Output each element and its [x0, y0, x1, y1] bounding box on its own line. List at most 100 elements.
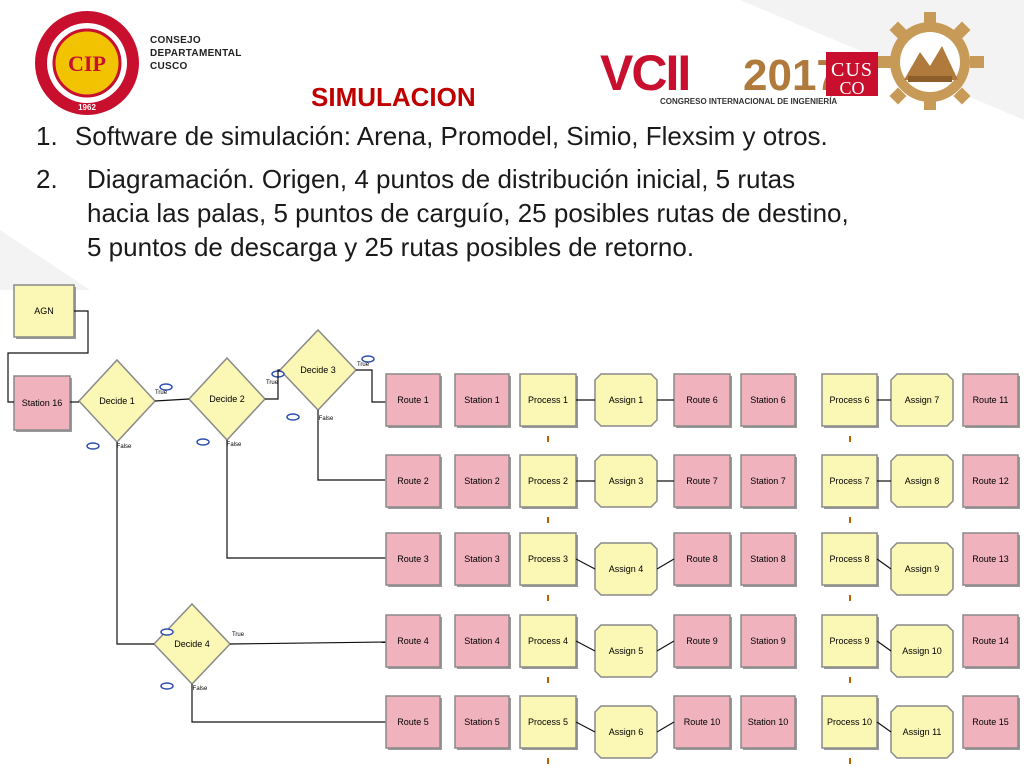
module-shape: [594, 542, 658, 596]
module-shape: [821, 373, 878, 427]
connector: [154, 398, 190, 402]
event-brand: VCII: [600, 46, 689, 101]
module-shape: [740, 614, 796, 668]
module-label: Station 5: [464, 717, 500, 727]
slide-title: SIMULACION: [311, 82, 476, 112]
assign-module: Assign 3: [594, 454, 658, 508]
module-shape: [454, 373, 510, 427]
module-label: Process 2: [528, 476, 568, 486]
counter-indicator: [286, 413, 300, 421]
true-label: True: [357, 362, 370, 368]
counter-indicator: [86, 442, 100, 450]
process-module: Process 8: [821, 532, 879, 587]
false-label: False: [193, 686, 208, 692]
svg-text:CO: CO: [839, 78, 864, 98]
counter-indicator: [361, 355, 375, 363]
true-label: True: [155, 390, 168, 396]
route-module: Route 8: [673, 532, 732, 587]
decide-module: Decide 4: [152, 602, 232, 686]
connector: [575, 558, 596, 570]
module-shape: [519, 695, 577, 749]
module-shape: [740, 695, 796, 749]
module-shape: [519, 532, 577, 586]
gear-logo-icon: [872, 10, 992, 115]
module-label: Assign 11: [903, 727, 942, 737]
module-label: Route 3: [397, 554, 429, 564]
module-label: Process 10: [827, 717, 872, 727]
route-module: Route 14: [962, 614, 1020, 669]
resource-mark: [849, 436, 851, 442]
event-logo: VCII 2017 CUS CO CONGRESO INTERNACIONAL …: [600, 45, 885, 111]
list-item: 2. Diagramación. Origen, 4 puntos de dis…: [36, 162, 849, 264]
module-label: Route 11: [973, 395, 1009, 405]
connector: [191, 684, 386, 723]
module-shape: [962, 373, 1019, 427]
module-label: Process 6: [829, 395, 869, 405]
route-module: Route 12: [962, 454, 1020, 509]
resource-mark: [547, 677, 549, 683]
module-label: Station 4: [464, 636, 500, 646]
assign-module: Assign 5: [594, 624, 658, 678]
route-module: Route 1: [385, 373, 442, 428]
process-module: Process 10: [821, 695, 879, 750]
council-line: DEPARTAMENTAL: [150, 48, 242, 59]
list-text-line: Diagramación. Origen, 4 puntos de distri…: [87, 164, 796, 194]
connector: [7, 310, 89, 403]
module-shape: [821, 614, 878, 668]
svg-text:CUS: CUS: [831, 59, 873, 81]
connector: [575, 721, 596, 733]
module-label: Route 9: [686, 636, 718, 646]
module-shape: [385, 373, 441, 427]
process-module: Process 4: [519, 614, 578, 669]
module-shape: [385, 695, 441, 749]
route-module: Route 2: [385, 454, 442, 509]
decide-module: Decide 3: [278, 328, 358, 412]
module-label: Route 15: [972, 717, 1009, 727]
event-subtitle: CONGRESO INTERNACIONAL DE INGENIERÍA: [660, 97, 837, 106]
resource-mark: [849, 758, 851, 764]
connector: [876, 640, 892, 652]
station-module: Station 10: [740, 695, 797, 750]
station-module: Station 1: [454, 373, 511, 428]
module-shape: [454, 614, 510, 668]
module-label: Station 9: [750, 636, 786, 646]
assign-module: Assign 6: [594, 705, 658, 759]
cip-logo: CIP 1962: [30, 6, 145, 126]
module-label: Station 2: [464, 476, 500, 486]
module-label: Route 2: [397, 476, 429, 486]
assign-module: Assign 9: [890, 542, 954, 596]
module-label: Route 6: [686, 395, 718, 405]
connector: [265, 369, 280, 400]
resource-mark: [849, 677, 851, 683]
module-shape: [594, 454, 658, 508]
process-module: Process 2: [519, 454, 578, 509]
module-label: Process 5: [528, 717, 568, 727]
resource-mark: [547, 436, 549, 442]
module-shape: [454, 532, 510, 586]
decide-label: Decide 3: [300, 365, 336, 375]
list-number: 1.: [36, 121, 58, 151]
process-module: Process 3: [519, 532, 578, 587]
route-module: Route 10: [673, 695, 732, 750]
station-module: Station 3: [454, 532, 511, 587]
connector: [575, 640, 596, 652]
list-text-line: hacia las palas, 5 puntos de carguío, 25…: [87, 198, 849, 228]
module-shape: [454, 454, 510, 508]
station-module: Station 8: [740, 532, 797, 587]
module-label: Station 1: [464, 395, 500, 405]
module-label: Station 16: [22, 398, 63, 408]
false-label: False: [227, 442, 242, 448]
module-label: Route 1: [397, 395, 429, 405]
module-shape: [962, 695, 1019, 749]
module-shape: [740, 454, 796, 508]
counter-indicator: [196, 438, 210, 446]
module-label: Process 4: [528, 636, 568, 646]
connector: [656, 558, 675, 570]
module-label: Assign 10: [902, 646, 942, 656]
module-label: Process 3: [528, 554, 568, 564]
resource-mark: [849, 517, 851, 523]
counter-indicator: [160, 682, 174, 690]
module-shape: [385, 454, 441, 508]
module-label: Assign 6: [609, 727, 644, 737]
